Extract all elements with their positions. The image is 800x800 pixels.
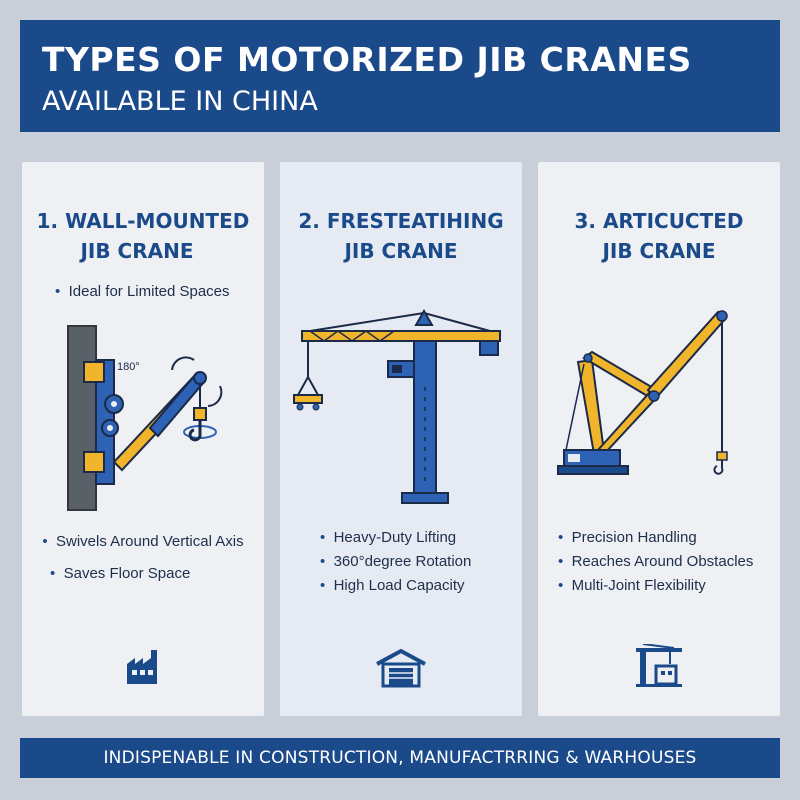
panel-title: 3. ARTICUCTED JIB CRANE	[538, 206, 780, 266]
panel-title-line2: JIB CRANE	[80, 239, 194, 263]
panel-freestanding: 2. FRESTEATIHING JIB CRANE Heavy-Duty Li…	[280, 162, 522, 716]
panel-title-line1: 2. FRESTEATIHING	[298, 209, 504, 233]
wall-mounted-jib-crane-illustration: 180°	[67, 325, 223, 511]
page-subtitle: AVAILABLE IN CHINA	[42, 86, 318, 117]
panel-wall-mounted: 1. WALL-MOUNTED JIB CRANE Ideal for Limi…	[22, 162, 264, 716]
footer-banner: INDISPENABLE IN CONSTRUCTION, MANUFACTRR…	[20, 738, 780, 778]
bullet-list: Heavy-Duty Lifting 360°degree Rotation H…	[280, 526, 522, 598]
bullet-list: Swivels Around Vertical Axis Saves Floor…	[22, 530, 264, 586]
panel-title-line2: JIB CRANE	[602, 239, 716, 263]
bullet-item: Ideal for Limited Spaces	[22, 280, 264, 304]
panel-title: 2. FRESTEATIHING JIB CRANE	[280, 206, 522, 266]
bullet-list: Precision Handling Reaches Around Obstac…	[538, 526, 780, 598]
articulated-jib-crane-illustration	[557, 310, 728, 475]
bullet-item: Precision Handling	[538, 526, 780, 550]
panel-title-line2: JIB CRANE	[344, 239, 458, 263]
bullet-item: Saves Floor Space	[22, 562, 264, 586]
warehouse-icon	[376, 648, 426, 688]
bullet-item: 360°degree Rotation	[280, 550, 522, 574]
factory-icon	[127, 650, 157, 684]
construction-crane-icon	[636, 644, 682, 687]
bullet-item: Heavy-Duty Lifting	[280, 526, 522, 550]
panel-title-line1: 3. ARTICUCTED	[574, 209, 744, 233]
bullet-item: Reaches Around Obstacles	[538, 550, 780, 574]
panel-articulated: 3. ARTICUCTED JIB CRANE Precision Handli…	[538, 162, 780, 716]
title-banner: TYPES OF MOTORIZED JIB CRANES AVAILABLE …	[20, 20, 780, 132]
bullet-item: Multi-Joint Flexibility	[538, 574, 780, 598]
top-bullet-list: Ideal for Limited Spaces	[22, 280, 264, 304]
panel-title: 1. WALL-MOUNTED JIB CRANE	[22, 206, 264, 266]
freestanding-jib-crane-illustration	[293, 308, 501, 504]
page-title: TYPES OF MOTORIZED JIB CRANES	[42, 40, 692, 79]
bullet-item: Swivels Around Vertical Axis	[22, 530, 264, 554]
rotation-label: 180°	[117, 361, 140, 373]
panel-title-line1: 1. WALL-MOUNTED	[36, 209, 250, 233]
bullet-item: High Load Capacity	[280, 574, 522, 598]
